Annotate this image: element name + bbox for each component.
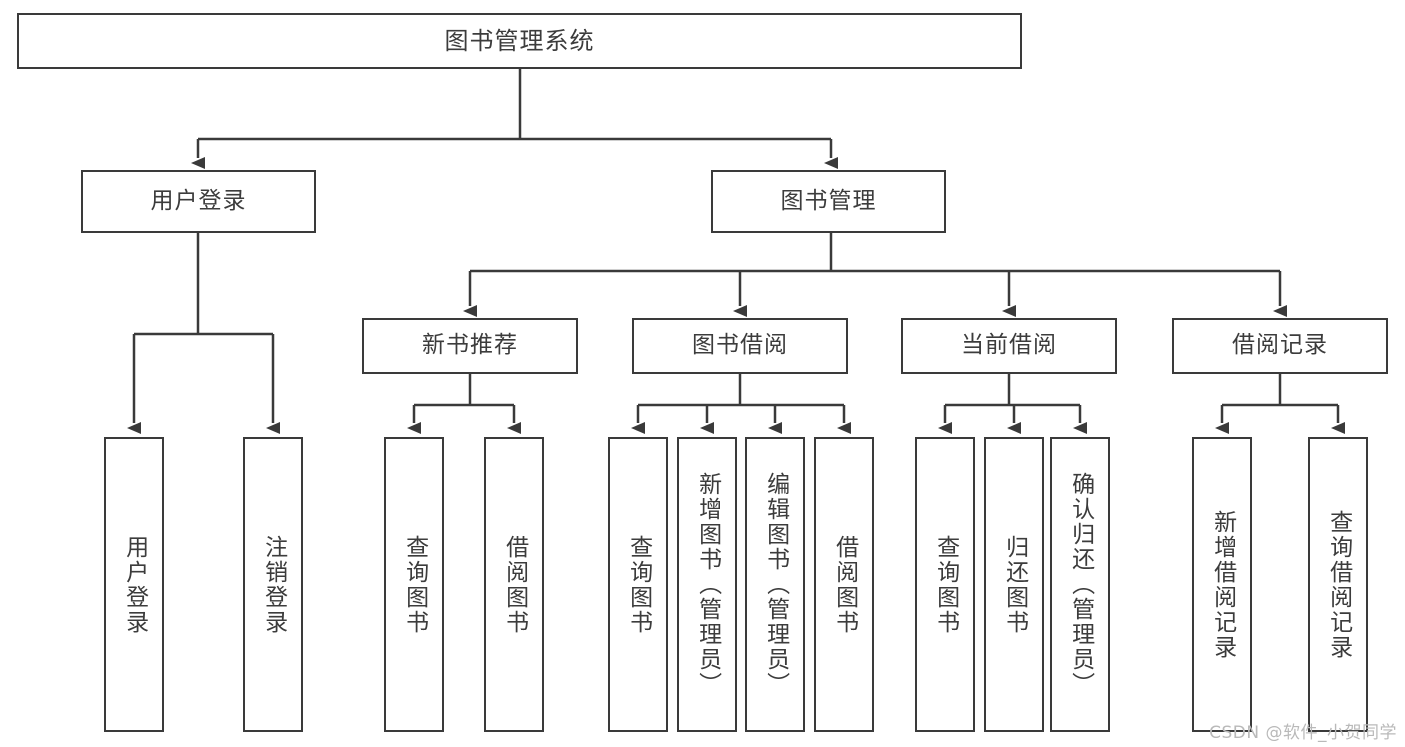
node-current-borrow[interactable]: 当前借阅 bbox=[901, 318, 1117, 374]
node-book-management[interactable]: 图书管理 bbox=[711, 170, 946, 233]
leaf-borrow-edit-book-label: 编辑图书（管理员） bbox=[762, 472, 789, 697]
leaf-user-login-signout[interactable]: 注销登录 bbox=[243, 437, 303, 732]
node-borrow-record-label: 借阅记录 bbox=[1232, 332, 1328, 359]
node-book-management-label: 图书管理 bbox=[780, 187, 877, 214]
leaf-borrow-query-book-label: 查询图书 bbox=[625, 534, 652, 635]
node-book-borrow[interactable]: 图书借阅 bbox=[632, 318, 848, 374]
node-new-book-recommend[interactable]: 新书推荐 bbox=[362, 318, 578, 374]
leaf-recommend-borrow-book[interactable]: 借阅图书 bbox=[484, 437, 544, 732]
node-root-system-label: 图书管理系统 bbox=[444, 26, 595, 55]
leaf-record-add-record-label: 新增借阅记录 bbox=[1209, 509, 1236, 660]
leaf-current-confirm-return-label: 确认归还（管理员） bbox=[1067, 472, 1094, 697]
leaf-borrow-edit-book[interactable]: 编辑图书（管理员） bbox=[745, 437, 805, 732]
leaf-recommend-query-book-label: 查询图书 bbox=[401, 534, 428, 635]
leaf-current-query-book-label: 查询图书 bbox=[932, 534, 959, 635]
leaf-current-confirm-return[interactable]: 确认归还（管理员） bbox=[1050, 437, 1110, 732]
leaf-current-return-book-label: 归还图书 bbox=[1001, 534, 1028, 635]
node-book-borrow-label: 图书借阅 bbox=[692, 332, 788, 359]
node-user-login[interactable]: 用户登录 bbox=[81, 170, 316, 233]
leaf-user-login-signin-label: 用户登录 bbox=[121, 534, 148, 635]
leaf-user-login-signout-label: 注销登录 bbox=[260, 534, 287, 635]
leaf-borrow-add-book[interactable]: 新增图书（管理员） bbox=[677, 437, 737, 732]
leaf-record-add-record[interactable]: 新增借阅记录 bbox=[1192, 437, 1252, 732]
node-root-system[interactable]: 图书管理系统 bbox=[17, 13, 1022, 69]
leaf-recommend-borrow-book-label: 借阅图书 bbox=[501, 534, 528, 635]
leaf-record-query-record[interactable]: 查询借阅记录 bbox=[1308, 437, 1368, 732]
leaf-current-query-book[interactable]: 查询图书 bbox=[915, 437, 975, 732]
leaf-borrow-lend-book-label: 借阅图书 bbox=[831, 534, 858, 635]
leaf-borrow-query-book[interactable]: 查询图书 bbox=[608, 437, 668, 732]
leaf-recommend-query-book[interactable]: 查询图书 bbox=[384, 437, 444, 732]
node-user-login-label: 用户登录 bbox=[150, 187, 247, 214]
leaf-borrow-lend-book[interactable]: 借阅图书 bbox=[814, 437, 874, 732]
leaf-user-login-signin[interactable]: 用户登录 bbox=[104, 437, 164, 732]
node-new-book-recommend-label: 新书推荐 bbox=[422, 332, 518, 359]
leaf-borrow-add-book-label: 新增图书（管理员） bbox=[694, 472, 721, 697]
csdn-watermark: CSDN @软件_小贺同学 bbox=[1209, 723, 1397, 743]
leaf-record-query-record-label: 查询借阅记录 bbox=[1325, 509, 1352, 660]
node-borrow-record[interactable]: 借阅记录 bbox=[1172, 318, 1388, 374]
node-current-borrow-label: 当前借阅 bbox=[961, 332, 1057, 359]
leaf-current-return-book[interactable]: 归还图书 bbox=[984, 437, 1044, 732]
